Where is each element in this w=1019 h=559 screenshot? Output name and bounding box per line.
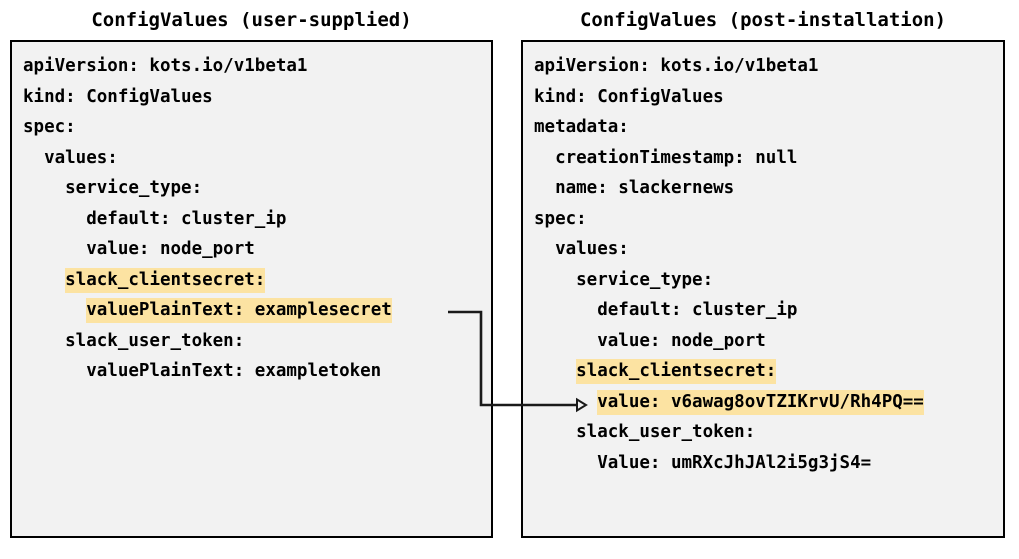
yaml-code-post-installation: apiVersion: kots.io/v1beta1 kind: ConfigV… — [534, 51, 1003, 478]
yaml-line: default: cluster_ip — [23, 204, 491, 235]
configvalues-panel-user-supplied: apiVersion: kots.io/v1beta1 kind: ConfigV… — [10, 40, 493, 538]
yaml-text: value: node_port — [534, 330, 766, 351]
yaml-text: default: cluster_ip — [534, 300, 798, 320]
yaml-line: metadata: — [534, 112, 1003, 143]
yaml-text: slack_user_token: — [534, 422, 756, 442]
yaml-indent — [23, 270, 65, 290]
configvalues-panel-post-installation: apiVersion: kots.io/v1beta1 kind: ConfigV… — [521, 40, 1005, 538]
yaml-text: name: slackernews — [534, 178, 735, 198]
yaml-text: metadata: — [534, 117, 629, 137]
yaml-line: spec: — [534, 204, 1003, 235]
yaml-line: values: — [23, 143, 491, 174]
yaml-line: spec: — [23, 112, 491, 143]
yaml-line: value: node_port — [23, 234, 491, 265]
yaml-text: valuePlainText: exampletoken — [23, 361, 382, 381]
yaml-text: value: node_port — [23, 239, 255, 259]
yaml-indent — [23, 300, 86, 320]
yaml-line: apiVersion: kots.io/v1beta1 — [534, 51, 1003, 82]
yaml-line: slack_clientsecret: — [23, 265, 491, 296]
yaml-line: name: slackernews — [534, 173, 1003, 204]
yaml-line: apiVersion: kots.io/v1beta1 — [23, 51, 491, 82]
yaml-text: spec: — [23, 117, 76, 137]
yaml-line: service_type: — [23, 173, 491, 204]
yaml-text: slack_user_token: — [23, 330, 245, 351]
yaml-indent — [534, 361, 576, 381]
yaml-text: default: cluster_ip — [23, 208, 287, 229]
yaml-text: apiVersion: kots.io/v1beta1 — [534, 56, 819, 76]
yaml-text: spec: — [534, 208, 587, 229]
highlighted-yaml-text: value: v6awag8ovTZIKrvU/Rh4PQ== — [597, 389, 924, 415]
yaml-text: kind: ConfigValues — [23, 86, 213, 107]
yaml-line: slack_user_token: — [23, 326, 491, 357]
yaml-indent — [534, 392, 597, 412]
yaml-line: values: — [534, 234, 1003, 265]
yaml-code-user-supplied: apiVersion: kots.io/v1beta1 kind: ConfigV… — [23, 51, 491, 387]
yaml-text: service_type: — [23, 178, 203, 198]
highlighted-yaml-text: slack_clientsecret: — [65, 267, 266, 293]
yaml-line: valuePlainText: examplesecret — [23, 295, 491, 326]
yaml-text: kind: ConfigValues — [534, 86, 724, 107]
yaml-line: value: node_port — [534, 326, 1003, 357]
yaml-line: value: v6awag8ovTZIKrvU/Rh4PQ== — [534, 387, 1003, 418]
yaml-line: kind: ConfigValues — [23, 82, 491, 113]
highlighted-yaml-text: slack_clientsecret: — [576, 359, 777, 384]
yaml-text: Value: umRXcJhJAl2i5g3jS4= — [534, 452, 872, 473]
yaml-line: Value: umRXcJhJAl2i5g3jS4= — [534, 448, 1003, 479]
yaml-text: creationTimestamp: null — [534, 147, 798, 168]
yaml-line: slack_clientsecret: — [534, 356, 1003, 387]
yaml-line: slack_user_token: — [534, 417, 1003, 448]
yaml-line: kind: ConfigValues — [534, 82, 1003, 113]
panel-title-user-supplied: ConfigValues (user-supplied) — [91, 9, 412, 31]
yaml-line: creationTimestamp: null — [534, 143, 1003, 174]
yaml-line: service_type: — [534, 265, 1003, 296]
yaml-line: valuePlainText: exampletoken — [23, 356, 491, 387]
yaml-line: default: cluster_ip — [534, 295, 1003, 326]
yaml-text: service_type: — [534, 269, 714, 290]
highlighted-yaml-text: valuePlainText: examplesecret — [86, 298, 392, 323]
yaml-text: values: — [23, 147, 118, 168]
yaml-text: values: — [534, 239, 629, 259]
yaml-text: apiVersion: kots.io/v1beta1 — [23, 56, 308, 76]
panel-title-post-installation: ConfigValues (post-installation) — [579, 9, 947, 31]
